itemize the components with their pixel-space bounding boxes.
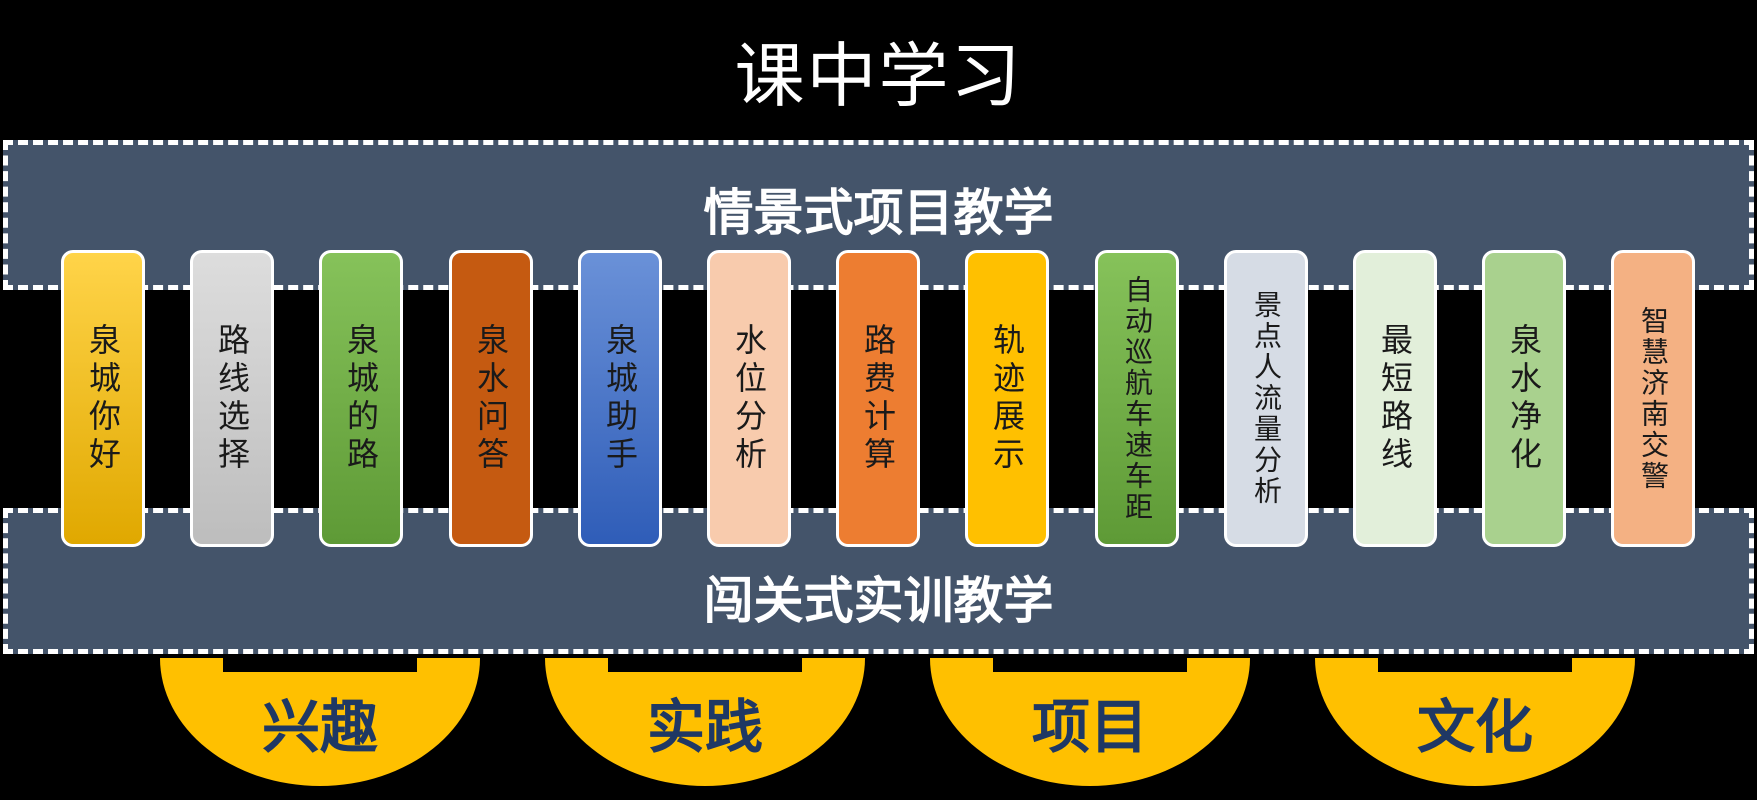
bowl-notch — [993, 658, 1187, 672]
project-card-label: 泉城助手 — [601, 322, 639, 475]
theme-bowl: 实践 — [545, 658, 865, 786]
bowl-notch — [223, 658, 417, 672]
project-card[interactable]: 泉城的路 — [319, 250, 403, 547]
theme-bowl-label: 实践 — [646, 693, 763, 761]
project-card-label: 泉水净化 — [1505, 322, 1543, 475]
theme-bowl-label: 兴趣 — [261, 693, 378, 761]
project-card[interactable]: 轨迹展示 — [965, 250, 1049, 547]
project-card-label: 自动巡航车速车距 — [1121, 274, 1154, 523]
bottom-band-label: 闯关式实训教学 — [703, 572, 1054, 630]
theme-bowl-label: 文化 — [1416, 693, 1533, 761]
theme-bowl-label: 项目 — [1031, 693, 1148, 761]
project-card-label: 路线选择 — [213, 322, 251, 475]
project-card[interactable]: 水位分析 — [707, 250, 791, 547]
project-card[interactable]: 泉水问答 — [449, 250, 533, 547]
theme-bowl: 兴趣 — [160, 658, 480, 786]
project-card[interactable]: 自动巡航车速车距 — [1095, 250, 1179, 547]
project-card-label: 智慧济南交警 — [1637, 305, 1670, 492]
project-card[interactable]: 泉城助手 — [578, 250, 662, 547]
project-card[interactable]: 路线选择 — [190, 250, 274, 547]
project-card-label: 泉城你好 — [84, 322, 122, 475]
project-card[interactable]: 泉水净化 — [1482, 250, 1566, 547]
theme-bowl: 项目 — [930, 658, 1250, 786]
project-card-label: 路费计算 — [859, 322, 897, 475]
project-card[interactable]: 智慧济南交警 — [1611, 250, 1695, 547]
project-card-label: 轨迹展示 — [988, 322, 1026, 475]
project-card[interactable]: 最短路线 — [1353, 250, 1437, 547]
project-card[interactable]: 路费计算 — [836, 250, 920, 547]
theme-bowl: 文化 — [1315, 658, 1635, 786]
project-card-label: 泉水问答 — [472, 322, 510, 475]
project-card[interactable]: 景点人流量分析 — [1224, 250, 1308, 547]
bowl-notch — [608, 658, 802, 672]
project-card-label: 景点人流量分析 — [1250, 290, 1283, 507]
project-card-label: 泉城的路 — [342, 322, 380, 475]
bowl-notch — [1378, 658, 1572, 672]
project-card-label: 最短路线 — [1376, 322, 1414, 475]
top-band-label: 情景式项目教学 — [703, 184, 1054, 242]
project-card-label: 水位分析 — [730, 322, 768, 475]
page-title: 课中学习 — [734, 35, 1023, 117]
project-card[interactable]: 泉城你好 — [61, 250, 145, 547]
